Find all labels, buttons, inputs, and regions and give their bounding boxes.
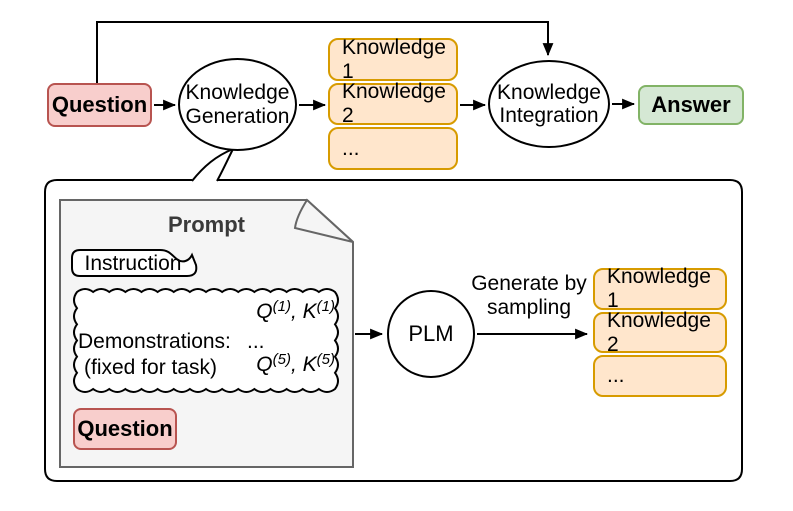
demo-k1-sup: (1): [316, 298, 335, 315]
instruction-shape: [71, 249, 198, 277]
demo-pair-last: Q(5), K(5): [235, 351, 335, 377]
generate-by-sampling-caption: Generate by sampling: [471, 272, 587, 319]
demo-comma: ,: [290, 300, 303, 323]
knowledge-stack-item: Knowledge 1: [328, 35, 458, 83]
knowledge-stack-item: Knowledge 2: [593, 309, 727, 356]
arrow-question-to-integration-bypass: [96, 21, 554, 83]
knowledge-generation-node: Knowledge Generation: [178, 58, 297, 151]
demo-k1: K: [302, 300, 317, 323]
plm-node: PLM: [387, 290, 475, 378]
demo-k5: K: [302, 353, 317, 376]
callout-tail-left-curve: [191, 148, 234, 182]
answer-label: Answer: [651, 92, 731, 117]
sampled-knowledge-1-label: Knowledge 1: [607, 265, 711, 312]
sampled-knowledge-more-label: ...: [607, 364, 625, 387]
knowledge-1-label: Knowledge 1: [342, 35, 446, 83]
prompt-question-label: Question: [77, 416, 173, 441]
knowledge-integration-label: Knowledge Integration: [497, 80, 601, 127]
knowledge-integration-node: Knowledge Integration: [488, 60, 610, 148]
demo-q1-sup: (1): [272, 298, 291, 315]
knowledge-more-label: ...: [342, 136, 360, 160]
knowledge-stack-item: Knowledge 1: [593, 265, 727, 312]
knowledge-stack-item: ...: [328, 127, 458, 170]
prompt-title: Prompt: [168, 212, 245, 237]
callout-panel-border: [44, 179, 743, 482]
instruction-label: Instruction: [84, 252, 182, 275]
knowledge-generation-label: Knowledge Generation: [185, 81, 290, 128]
demonstrations-ellipsis: ...: [247, 330, 265, 353]
knowledge-stack-item: Knowledge 2: [328, 80, 458, 127]
demonstrations-label: Demonstrations:: [78, 330, 231, 353]
plm-label: PLM: [408, 320, 454, 346]
demo-q1: Q: [256, 300, 273, 323]
demonstrations-outline: [73, 288, 339, 393]
knowledge-2-label: Knowledge 2: [342, 80, 446, 127]
knowledge-stack-item: ...: [593, 355, 727, 397]
demo-pair-first: Q(1), K(1): [235, 298, 335, 324]
demo-q5-sup: (5): [272, 351, 291, 368]
answer-node: Answer: [638, 85, 744, 125]
prompt-page-fold-icon: [293, 198, 354, 243]
fixed-for-task-note: (fixed for task): [84, 356, 218, 379]
demo-k5-sup: (5): [316, 351, 335, 368]
question-node: Question: [47, 83, 152, 127]
demo-comma: ,: [290, 353, 303, 376]
sampled-knowledge-2-label: Knowledge 2: [607, 308, 711, 356]
callout-tail-right-curve: [216, 148, 234, 182]
prompt-question-node: Question: [73, 408, 177, 450]
demo-q5: Q: [256, 353, 273, 376]
question-label: Question: [51, 92, 148, 117]
